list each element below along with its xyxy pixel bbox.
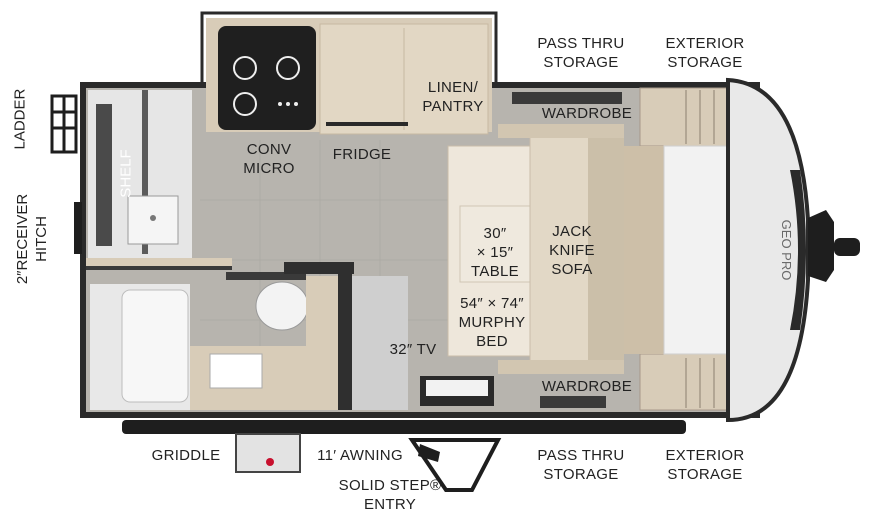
label-receiver-hitch: 2″RECEIVER HITCH: [14, 193, 50, 285]
label-awning: 11′ AWNING: [317, 447, 403, 464]
label-entry: SOLID STEP® ENTRY: [338, 477, 442, 513]
awning-rail: [122, 420, 686, 434]
ladder-graphic: [50, 94, 78, 154]
toilet: [255, 281, 309, 331]
table-top: [459, 205, 535, 283]
label-wardrobe-top: WARDROBE: [541, 105, 633, 122]
label-fridge: FRIDGE: [332, 146, 392, 163]
label-linen-pantry: LINEN/ PANTRY: [422, 79, 484, 115]
tow-hitch: [808, 210, 834, 282]
label-conv-micro: CONV MICRO: [243, 141, 295, 177]
label-pass-thru-storage-bottom: PASS THRU STORAGE: [537, 447, 625, 483]
label-exterior-storage-bottom: EXTERIOR STORAGE: [665, 447, 745, 483]
front-bed: [663, 145, 731, 355]
cooktop: [218, 26, 316, 130]
label-murphy-bed: 54″ × 74″ MURPHY BED: [458, 295, 526, 350]
label-table: 30″ × 15″ TABLE: [471, 225, 519, 280]
label-exterior-storage-top: EXTERIOR STORAGE: [665, 35, 745, 71]
label-griddle: GRIDDLE: [151, 447, 221, 464]
label-pass-thru-storage-top: PASS THRU STORAGE: [537, 35, 625, 71]
cap-logo: GEO PRO: [779, 220, 794, 281]
label-sofa: JACK KNIFE SOFA: [549, 223, 595, 278]
tv-area: [352, 276, 408, 410]
entry-step: [408, 438, 502, 492]
front-cap: [726, 77, 810, 423]
label-shelf: SHELF: [117, 149, 135, 198]
label-ladder: LADDER: [11, 88, 29, 150]
griddle: [235, 433, 301, 473]
label-wardrobe-bottom: WARDROBE: [541, 378, 633, 395]
label-tv: 32″ TV: [389, 341, 437, 358]
